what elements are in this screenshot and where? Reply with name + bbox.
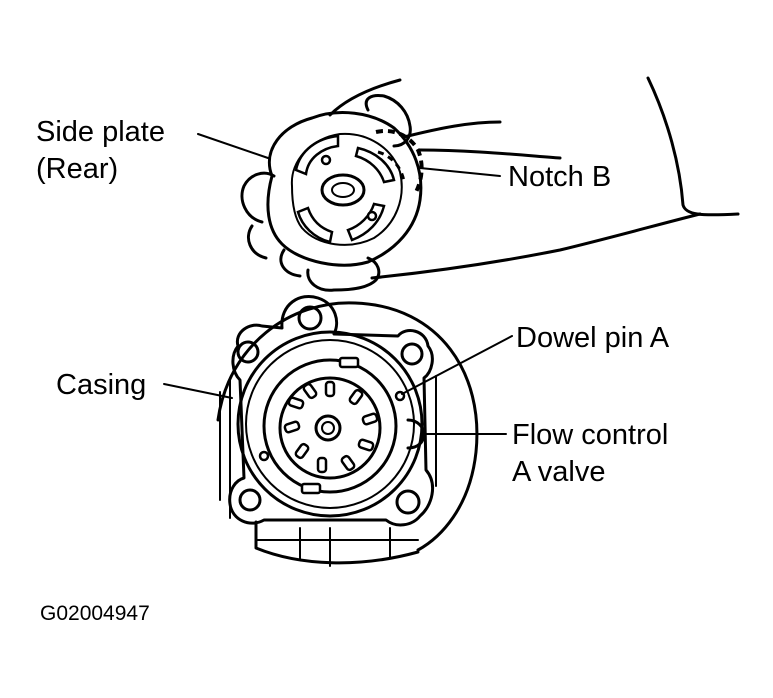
leader-side-plate — [197, 133, 269, 159]
label-a-valve: A valve — [512, 456, 606, 488]
label-notch-b: Notch B — [508, 161, 612, 193]
leader-notch-b — [419, 167, 501, 177]
figure-code: G02004947 — [40, 602, 150, 625]
cam-ring-and-rotor — [236, 330, 426, 518]
leader-casing — [163, 383, 233, 399]
side-plate-rear — [266, 111, 424, 267]
casing — [216, 295, 479, 567]
label-casing: Casing — [56, 369, 147, 401]
leader-dowel-pin — [401, 335, 513, 395]
label-flow-control: Flow control — [512, 419, 669, 451]
label-dowel-pin-a: Dowel pin A — [516, 322, 670, 354]
label-side-plate-rear: (Rear) — [36, 153, 119, 185]
label-side-plate: Side plate — [36, 116, 165, 148]
leader-lines — [163, 133, 513, 435]
hand-illustration — [240, 76, 740, 292]
